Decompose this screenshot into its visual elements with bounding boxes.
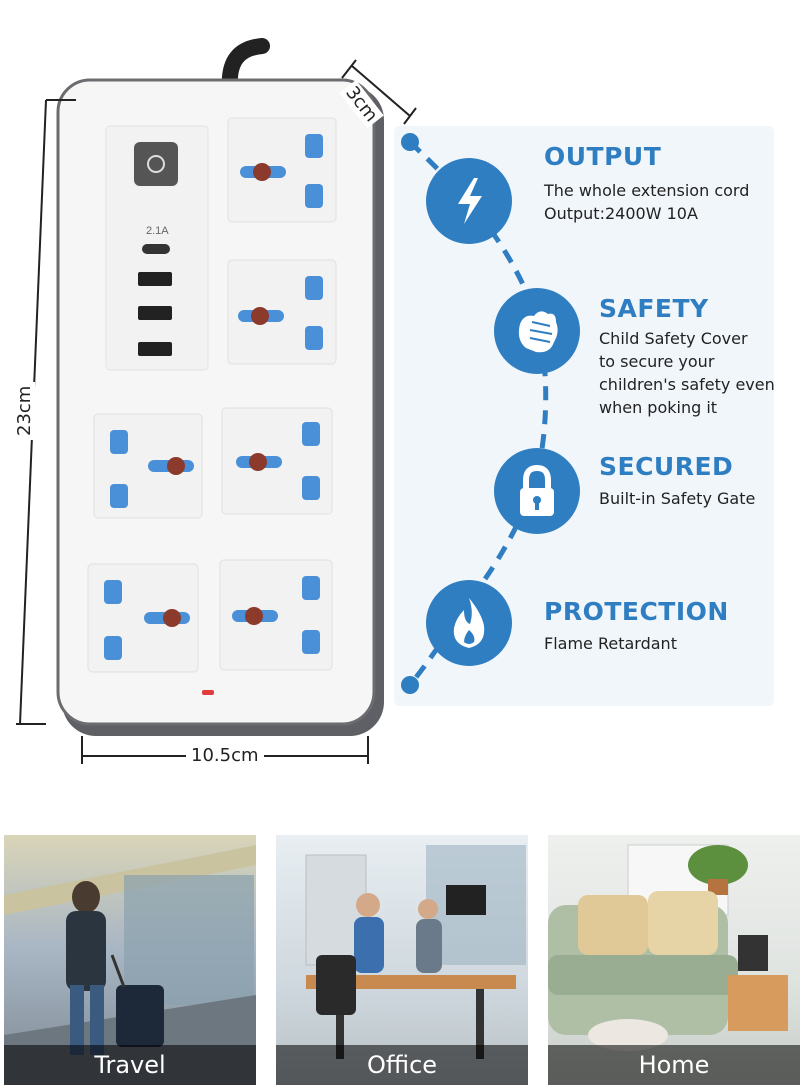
feature-safety: SAFETY Child Safety Cover to secure your… (599, 294, 775, 419)
padlock-icon (494, 448, 580, 534)
width-label: 10.5cm (186, 745, 264, 766)
socket-5 (87, 563, 199, 673)
usb-port-1 (138, 272, 172, 286)
usb-c-port (142, 244, 170, 254)
fist-icon (494, 288, 580, 374)
feature-line: Output:2400W 10A (544, 204, 698, 223)
switch-icon (147, 155, 165, 173)
socket-3 (93, 413, 203, 519)
feature-line: The whole extension cord (544, 181, 750, 200)
scene-home: Home (548, 835, 800, 1085)
scene-office: Office (276, 835, 528, 1085)
lightning-icon (426, 158, 512, 244)
socket-6 (219, 559, 333, 671)
feature-protection: PROTECTION Flame Retardant (544, 597, 729, 655)
scene-label: Home (548, 1045, 800, 1085)
usb-rating-label: 2.1A (146, 225, 169, 237)
scene-label: Travel (4, 1045, 256, 1085)
power-switch[interactable] (134, 142, 178, 186)
feature-line: Flame Retardant (544, 634, 677, 653)
feature-title: SECURED (599, 452, 734, 481)
feature-line: when poking it (599, 398, 718, 417)
socket-1 (227, 117, 337, 223)
feature-line: to secure your (599, 352, 715, 371)
flame-icon (426, 580, 512, 666)
feature-title: SAFETY (599, 294, 709, 323)
feature-line: Built-in Safety Gate (599, 489, 756, 508)
feature-title: PROTECTION (544, 597, 729, 626)
feature-title: OUTPUT (544, 142, 662, 171)
feature-line: children's safety even (599, 375, 775, 394)
height-label: 23cm (14, 381, 35, 440)
socket-2 (227, 259, 337, 365)
scene-travel: Travel (4, 835, 256, 1085)
socket-4 (221, 407, 333, 515)
usb-port-2 (138, 306, 172, 320)
indicator-light (202, 690, 214, 695)
feature-secured: SECURED Built-in Safety Gate (599, 452, 755, 510)
scene-label: Office (276, 1045, 528, 1085)
feature-output: OUTPUT The whole extension cord Output:2… (544, 142, 749, 225)
power-strip-illustration: 2.1A (16, 38, 417, 764)
feature-line: Child Safety Cover (599, 329, 748, 348)
usb-port-3 (138, 342, 172, 356)
